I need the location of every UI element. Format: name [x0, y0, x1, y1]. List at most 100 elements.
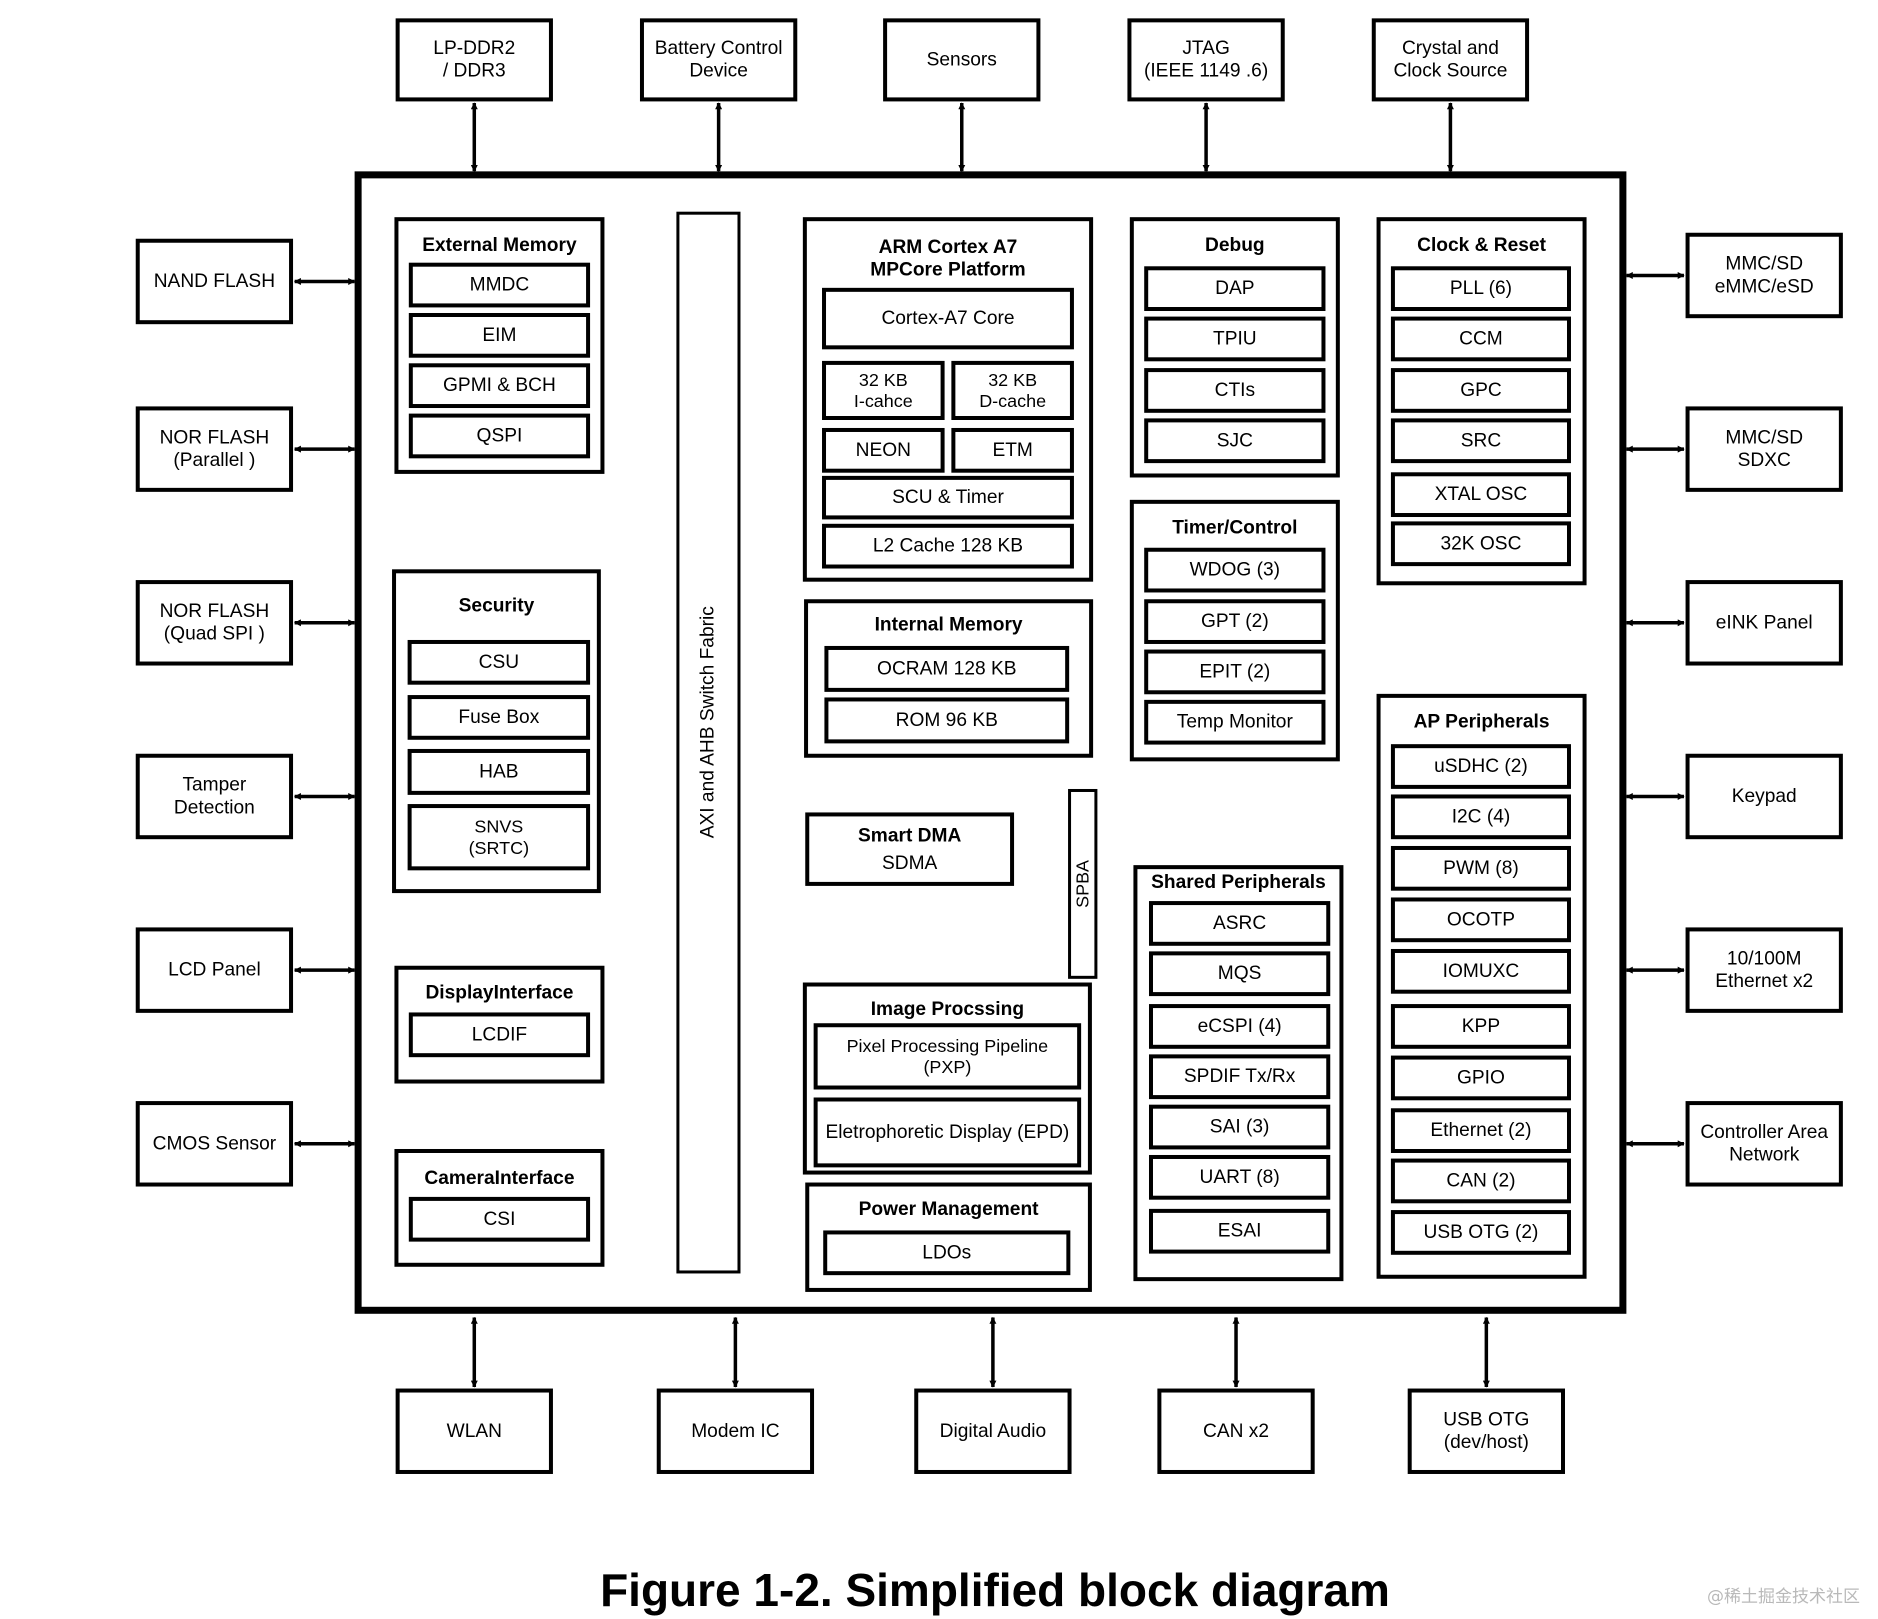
- block-label: (SRTC): [469, 838, 530, 858]
- block-label: SNVS: [474, 817, 523, 837]
- block-ocotp: [1390, 897, 1571, 943]
- block-label: MQS: [1218, 963, 1262, 984]
- external-device-label: Battery Control: [655, 38, 783, 59]
- external-can-x2: [1157, 1388, 1315, 1474]
- block-label: GPC: [1460, 380, 1502, 401]
- block-label: GPT (2): [1201, 611, 1269, 632]
- block-label: Cortex-A7 Core: [881, 308, 1014, 329]
- block-can-2: [1390, 1158, 1571, 1204]
- external-device-label: LCD Panel: [168, 960, 261, 981]
- block-lcdif: [408, 1012, 591, 1058]
- block-asrc: [1148, 901, 1331, 946]
- block-snvs-srtc: [407, 804, 591, 871]
- group-title: DisplayInterface: [425, 982, 573, 1003]
- external-device-label: Tamper: [182, 775, 246, 796]
- block-label: NEON: [856, 440, 911, 461]
- external-device-label: MMC/SD: [1725, 254, 1803, 275]
- block-ctis: [1144, 368, 1326, 413]
- block-tpiu: [1144, 316, 1326, 362]
- group-title: ARM Cortex A7: [879, 237, 1018, 258]
- block-32-kb-d-cache: [951, 360, 1074, 420]
- external-device-label: (IEEE 1149 .6): [1144, 61, 1268, 82]
- block-pll-6: [1390, 266, 1571, 312]
- block-label: KPP: [1462, 1016, 1500, 1037]
- group-title: External Memory: [422, 235, 577, 256]
- external-nor-flash-parallel: [135, 406, 294, 492]
- block-fuse-box: [407, 695, 591, 740]
- block-xtal-osc: [1390, 472, 1571, 518]
- block-label: Temp Monitor: [1177, 712, 1294, 733]
- block-label: MMDC: [470, 275, 530, 296]
- external-lcd-panel: [135, 927, 294, 1013]
- block-label: EIM: [482, 325, 516, 346]
- block-label: WDOG (3): [1190, 560, 1280, 581]
- group-smart-dma: [805, 812, 1015, 886]
- block-gpt-2: [1144, 599, 1326, 644]
- block-epit-2: [1144, 649, 1326, 695]
- external-device-label: Network: [1729, 1145, 1800, 1166]
- block-pixel-processing-pipeline-pxp: [813, 1023, 1082, 1090]
- external-device-label: Digital Audio: [940, 1421, 1047, 1442]
- block-label: I2C (4): [1452, 806, 1511, 827]
- block-label: D-cache: [979, 391, 1046, 411]
- external-eink-panel: [1685, 580, 1843, 666]
- block-label: L2 Cache 128 KB: [873, 536, 1023, 557]
- block-hab: [407, 748, 591, 795]
- block-label: XTAL OSC: [1435, 484, 1528, 505]
- block-label: SJC: [1217, 430, 1253, 451]
- external-device-label: NOR FLASH: [160, 427, 270, 448]
- external-10-100m-ethernet-x2: [1685, 927, 1843, 1013]
- spba-bus: [1068, 788, 1098, 979]
- spba-label: SPBA: [1073, 860, 1093, 908]
- block-label: DAP: [1215, 278, 1254, 299]
- external-device-label: / DDR3: [443, 61, 506, 82]
- external-device-label: Keypad: [1732, 786, 1797, 807]
- block-usb-otg-2: [1390, 1210, 1571, 1255]
- external-cmos-sensor: [135, 1101, 294, 1187]
- external-device-label: NAND FLASH: [154, 271, 275, 292]
- group-title: Image Procssing: [871, 999, 1024, 1020]
- block-label: SRC: [1461, 430, 1502, 451]
- block-label: UART (8): [1200, 1167, 1280, 1188]
- block-kpp: [1390, 1004, 1571, 1049]
- external-mmc-sd-emmc-esd: [1685, 232, 1843, 319]
- block-label: LDOs: [922, 1242, 971, 1263]
- external-device-label: (Quad SPI ): [164, 624, 265, 645]
- external-nand-flash: [135, 238, 294, 325]
- external-device-label: eMMC/eSD: [1715, 276, 1814, 297]
- external-keypad: [1685, 753, 1843, 840]
- external-device-label: Modem IC: [691, 1421, 780, 1442]
- block-gpio: [1390, 1055, 1571, 1101]
- block-spdif-tx-rx: [1148, 1054, 1331, 1100]
- block-temp-monitor: [1144, 699, 1326, 745]
- block-esai: [1148, 1208, 1331, 1254]
- block-label: CSU: [479, 652, 519, 673]
- external-device-label: JTAG: [1182, 38, 1230, 59]
- external-device-label: (Parallel ): [173, 450, 255, 471]
- block-label: EPIT (2): [1199, 661, 1270, 682]
- external-device-label: (dev/host): [1444, 1432, 1529, 1453]
- block-32-kb-i-cahce: [822, 360, 945, 420]
- group-title: Clock & Reset: [1417, 235, 1546, 256]
- block-label: Pixel Processing Pipeline: [847, 1036, 1049, 1056]
- block-ocram-128-kb: [824, 645, 1070, 692]
- external-controller-area-network: [1685, 1101, 1843, 1187]
- block-sai-3: [1148, 1104, 1331, 1150]
- block-label: SDMA: [882, 853, 938, 874]
- block-label: GPIO: [1457, 1067, 1505, 1088]
- figure-caption: Figure 1-2. Simplified block diagram: [600, 1564, 1390, 1616]
- block-label: LCDIF: [472, 1024, 527, 1045]
- external-wlan: [395, 1388, 553, 1474]
- external-device-label: Clock Source: [1393, 61, 1507, 82]
- block-uart-8: [1148, 1154, 1331, 1200]
- block-csi: [408, 1196, 591, 1242]
- group-title: MPCore Platform: [870, 260, 1025, 281]
- external-device-label: Crystal and: [1402, 38, 1499, 59]
- group-title: Debug: [1205, 235, 1265, 256]
- external-crystal-and-clock-source: [1371, 18, 1530, 102]
- block-label: CCM: [1459, 328, 1503, 349]
- block-label: QSPI: [477, 425, 523, 446]
- block-label: OCOTP: [1447, 909, 1515, 930]
- block-qspi: [408, 413, 591, 459]
- block-sjc: [1144, 418, 1326, 464]
